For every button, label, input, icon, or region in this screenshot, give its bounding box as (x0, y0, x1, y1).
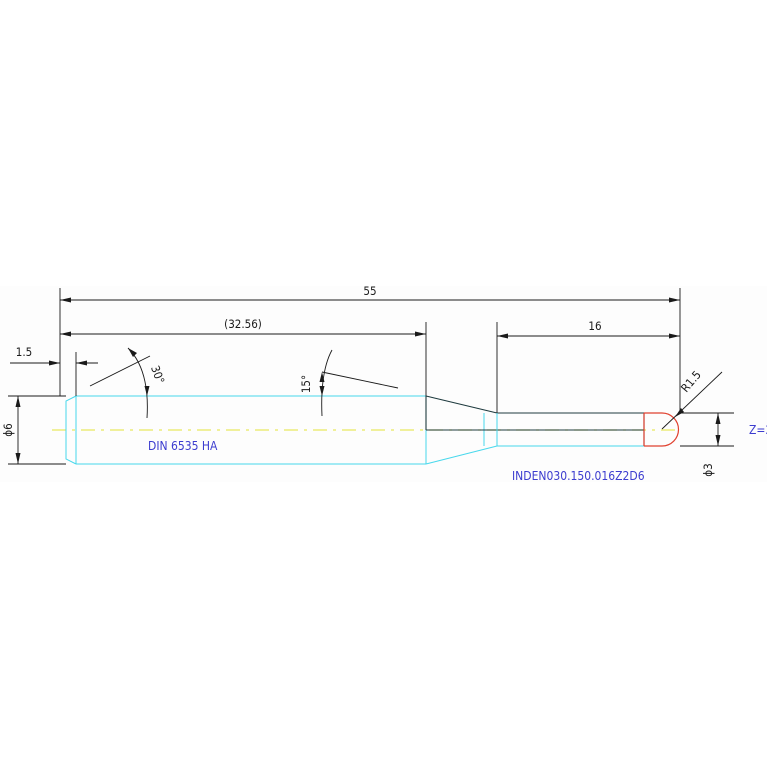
leader-line (661, 371, 723, 430)
arrowhead (15, 453, 21, 464)
dimension-shank-diameter: ϕ6 (1, 395, 66, 465)
shank-standard-note: DIN 6535 HA (148, 439, 218, 453)
arrowhead (715, 413, 721, 424)
arrowhead (128, 348, 137, 357)
ball-arc (661, 412, 680, 447)
tip-diameter-label: ϕ3 (701, 463, 715, 476)
chamfer-length-label: 1.5 (16, 345, 32, 359)
shank-chamfer (65, 395, 77, 465)
dimension-neck-length: 16 (496, 319, 680, 413)
drawing-background (0, 286, 767, 482)
arrowhead (60, 297, 71, 303)
neck-length-label: 16 (588, 319, 601, 333)
tool-neck (426, 412, 645, 447)
taper-bottom-edge (425, 445, 498, 465)
arrowhead (715, 435, 721, 446)
angle-leg (321, 371, 399, 389)
shank-length-label: (32.56) (224, 317, 262, 331)
arrowhead (144, 386, 150, 396)
overall-length-label: 55 (363, 284, 376, 298)
dimension-chamfer-angle: 30° (89, 347, 167, 419)
arrowhead (669, 333, 680, 339)
arrowhead (319, 372, 325, 382)
shank-diameter-label: ϕ6 (1, 423, 15, 436)
taper-top-edge (425, 395, 498, 414)
arrowhead (497, 333, 508, 339)
dimension-chamfer: 1.5 (10, 345, 98, 396)
angle-leg (89, 355, 151, 387)
flutes-note: Z=2 (749, 423, 767, 437)
dimension-overall-length: 55 (59, 284, 681, 412)
ball-tip (643, 412, 680, 447)
dimension-tip-diameter: ϕ3 (680, 412, 734, 477)
arrowhead (15, 396, 21, 407)
arrowhead (669, 297, 680, 303)
tool-shank (65, 395, 427, 465)
dimension-taper-angle: 15° (299, 349, 399, 417)
arrowhead (76, 360, 87, 366)
angle-arc (321, 349, 333, 417)
taper-angle-label: 15° (299, 375, 313, 393)
arrowhead (319, 386, 325, 396)
arrowhead (60, 331, 71, 337)
part-code-note: INDEN030.150.016Z2D6 (512, 469, 645, 483)
dimension-ball-radius: R1.5 (661, 368, 723, 430)
arrowhead (415, 331, 426, 337)
dimension-shank-length: (32.56) (60, 317, 427, 396)
chamfer-angle-label: 30° (148, 364, 167, 386)
ball-radius-label: R1.5 (678, 368, 704, 395)
arrowhead (675, 408, 684, 417)
arrowhead (49, 360, 60, 366)
